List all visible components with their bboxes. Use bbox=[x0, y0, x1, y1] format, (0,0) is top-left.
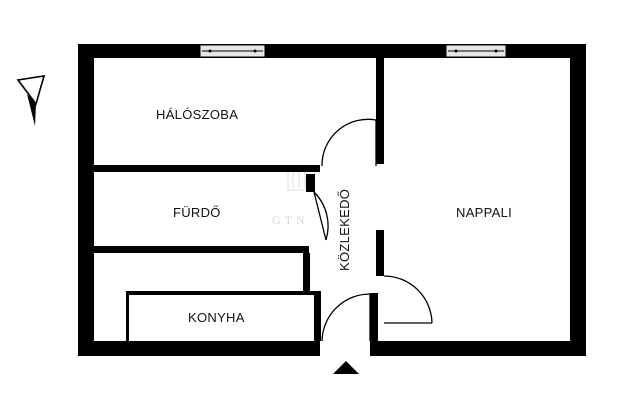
door-entrance bbox=[321, 293, 371, 342]
door-living-room bbox=[383, 275, 433, 324]
room-label-kitchen: KONYHA bbox=[188, 310, 245, 325]
room-label-bedroom: HÁLÓSZOBA bbox=[156, 107, 238, 122]
outer-walls bbox=[78, 44, 586, 356]
interior-walls bbox=[94, 58, 384, 341]
watermark-text: GTN bbox=[272, 213, 309, 227]
compass-north-arrow-icon bbox=[16, 75, 46, 126]
door-bedroom bbox=[321, 118, 377, 167]
room-label-bathroom: FÜRDŐ bbox=[173, 205, 221, 220]
window-bedroom bbox=[199, 44, 266, 58]
door-bathroom bbox=[313, 191, 329, 241]
watermark: GTN bbox=[272, 167, 311, 227]
room-label-corridor: KÖZLEKEDŐ bbox=[337, 189, 352, 271]
room-label-living-room: NAPPALI bbox=[456, 205, 512, 220]
window-living-room bbox=[445, 44, 507, 58]
entrance-triangle-icon bbox=[333, 361, 359, 374]
